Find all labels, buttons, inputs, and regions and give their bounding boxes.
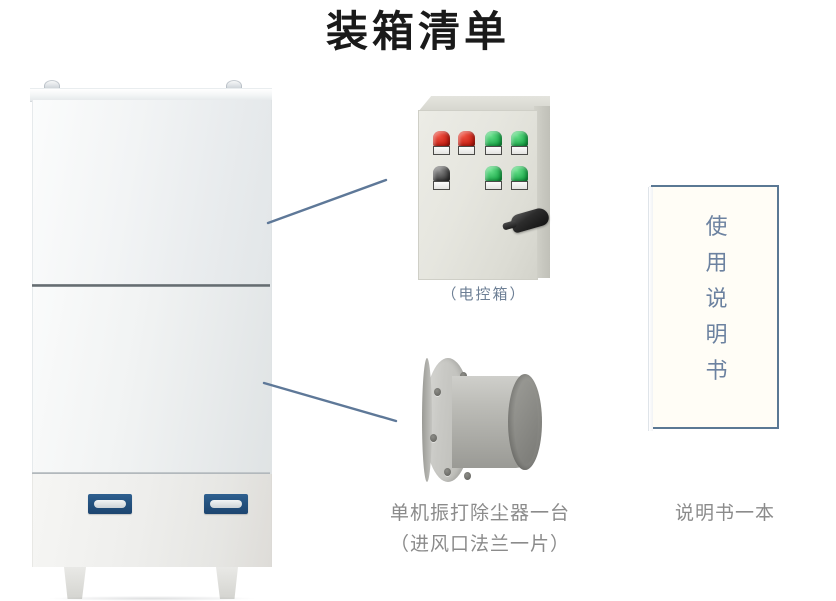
drawer-handle-left	[88, 494, 132, 514]
manual-cover-char-5: 书	[705, 358, 729, 383]
manual-cover-char-3: 说	[705, 286, 729, 311]
control-box-top-lid	[418, 96, 550, 112]
manual-cover-title: 使 用 说 明 书	[653, 209, 781, 389]
electric-control-box	[410, 96, 558, 280]
flange-bolt-hole	[464, 472, 471, 480]
dust-collector-caption-line1: 单机振打除尘器一台	[389, 503, 570, 524]
switch-dark-1[interactable]	[433, 166, 450, 190]
packing-list-canvas: 装箱清单	[0, 0, 836, 573]
button-dome-icon	[511, 166, 528, 182]
button-dome-icon	[485, 131, 502, 147]
button-label-plate	[511, 181, 528, 190]
flange-bolt-hole	[434, 388, 441, 396]
button-dome-icon	[458, 131, 475, 147]
cabinet-leg-right	[216, 567, 238, 599]
cabinet-middle-panel	[32, 287, 272, 476]
instruction-manual: 使 用 说 明 书	[648, 185, 781, 431]
control-box-side-panel	[534, 106, 550, 278]
leader-line-flange	[262, 381, 398, 423]
button-dome-icon	[511, 131, 528, 147]
cabinet-lower-seam	[32, 472, 270, 474]
inlet-flange-duct	[404, 356, 564, 484]
flange-bolt-hole	[444, 468, 451, 476]
button-red-1[interactable]	[433, 131, 450, 155]
flange-rim	[422, 358, 432, 482]
page-title: 装箱清单	[325, 8, 510, 55]
cabinet-upper-panel	[32, 100, 272, 288]
button-green-4[interactable]	[511, 166, 528, 190]
cabinet-dust-drawer	[32, 474, 272, 567]
button-green-3[interactable]	[485, 166, 502, 190]
manual-cover-char-2: 用	[705, 250, 729, 275]
manual-cover-char-1: 使	[705, 214, 729, 239]
button-dome-icon	[433, 131, 450, 147]
cabinet-seam-line	[32, 284, 270, 287]
cabinet-leg-left	[64, 567, 86, 599]
button-label-plate	[485, 181, 502, 190]
switch-knob-icon	[433, 166, 450, 182]
button-red-2[interactable]	[458, 131, 475, 155]
dust-collector-caption-line2: （进风口法兰一片）	[389, 534, 570, 555]
drawer-handle-right	[204, 494, 248, 514]
duct-mouth-inner	[514, 380, 538, 464]
dust-collector-unit	[20, 80, 282, 601]
control-box-front-panel	[418, 110, 551, 280]
button-label-plate	[485, 146, 502, 155]
dust-collector-caption: 单机振打除尘器一台 （进风口法兰一片）	[335, 498, 625, 560]
button-label-plate	[458, 146, 475, 155]
leader-line-control-box	[266, 178, 388, 225]
cabinet-top-cover	[30, 88, 272, 101]
manual-spine	[648, 187, 653, 431]
button-label-plate	[433, 146, 450, 155]
button-label-plate	[433, 181, 450, 190]
manual-cover-char-4: 明	[705, 322, 729, 347]
flange-bolt-hole	[430, 434, 437, 442]
manual-caption: 说明书一本	[674, 503, 775, 524]
button-green-1[interactable]	[485, 131, 502, 155]
button-dome-icon	[485, 166, 502, 182]
control-box-caption: （电控箱）	[441, 286, 527, 303]
button-green-2[interactable]	[511, 131, 528, 155]
button-label-plate	[511, 146, 528, 155]
cabinet-ground-shadow	[50, 596, 254, 601]
